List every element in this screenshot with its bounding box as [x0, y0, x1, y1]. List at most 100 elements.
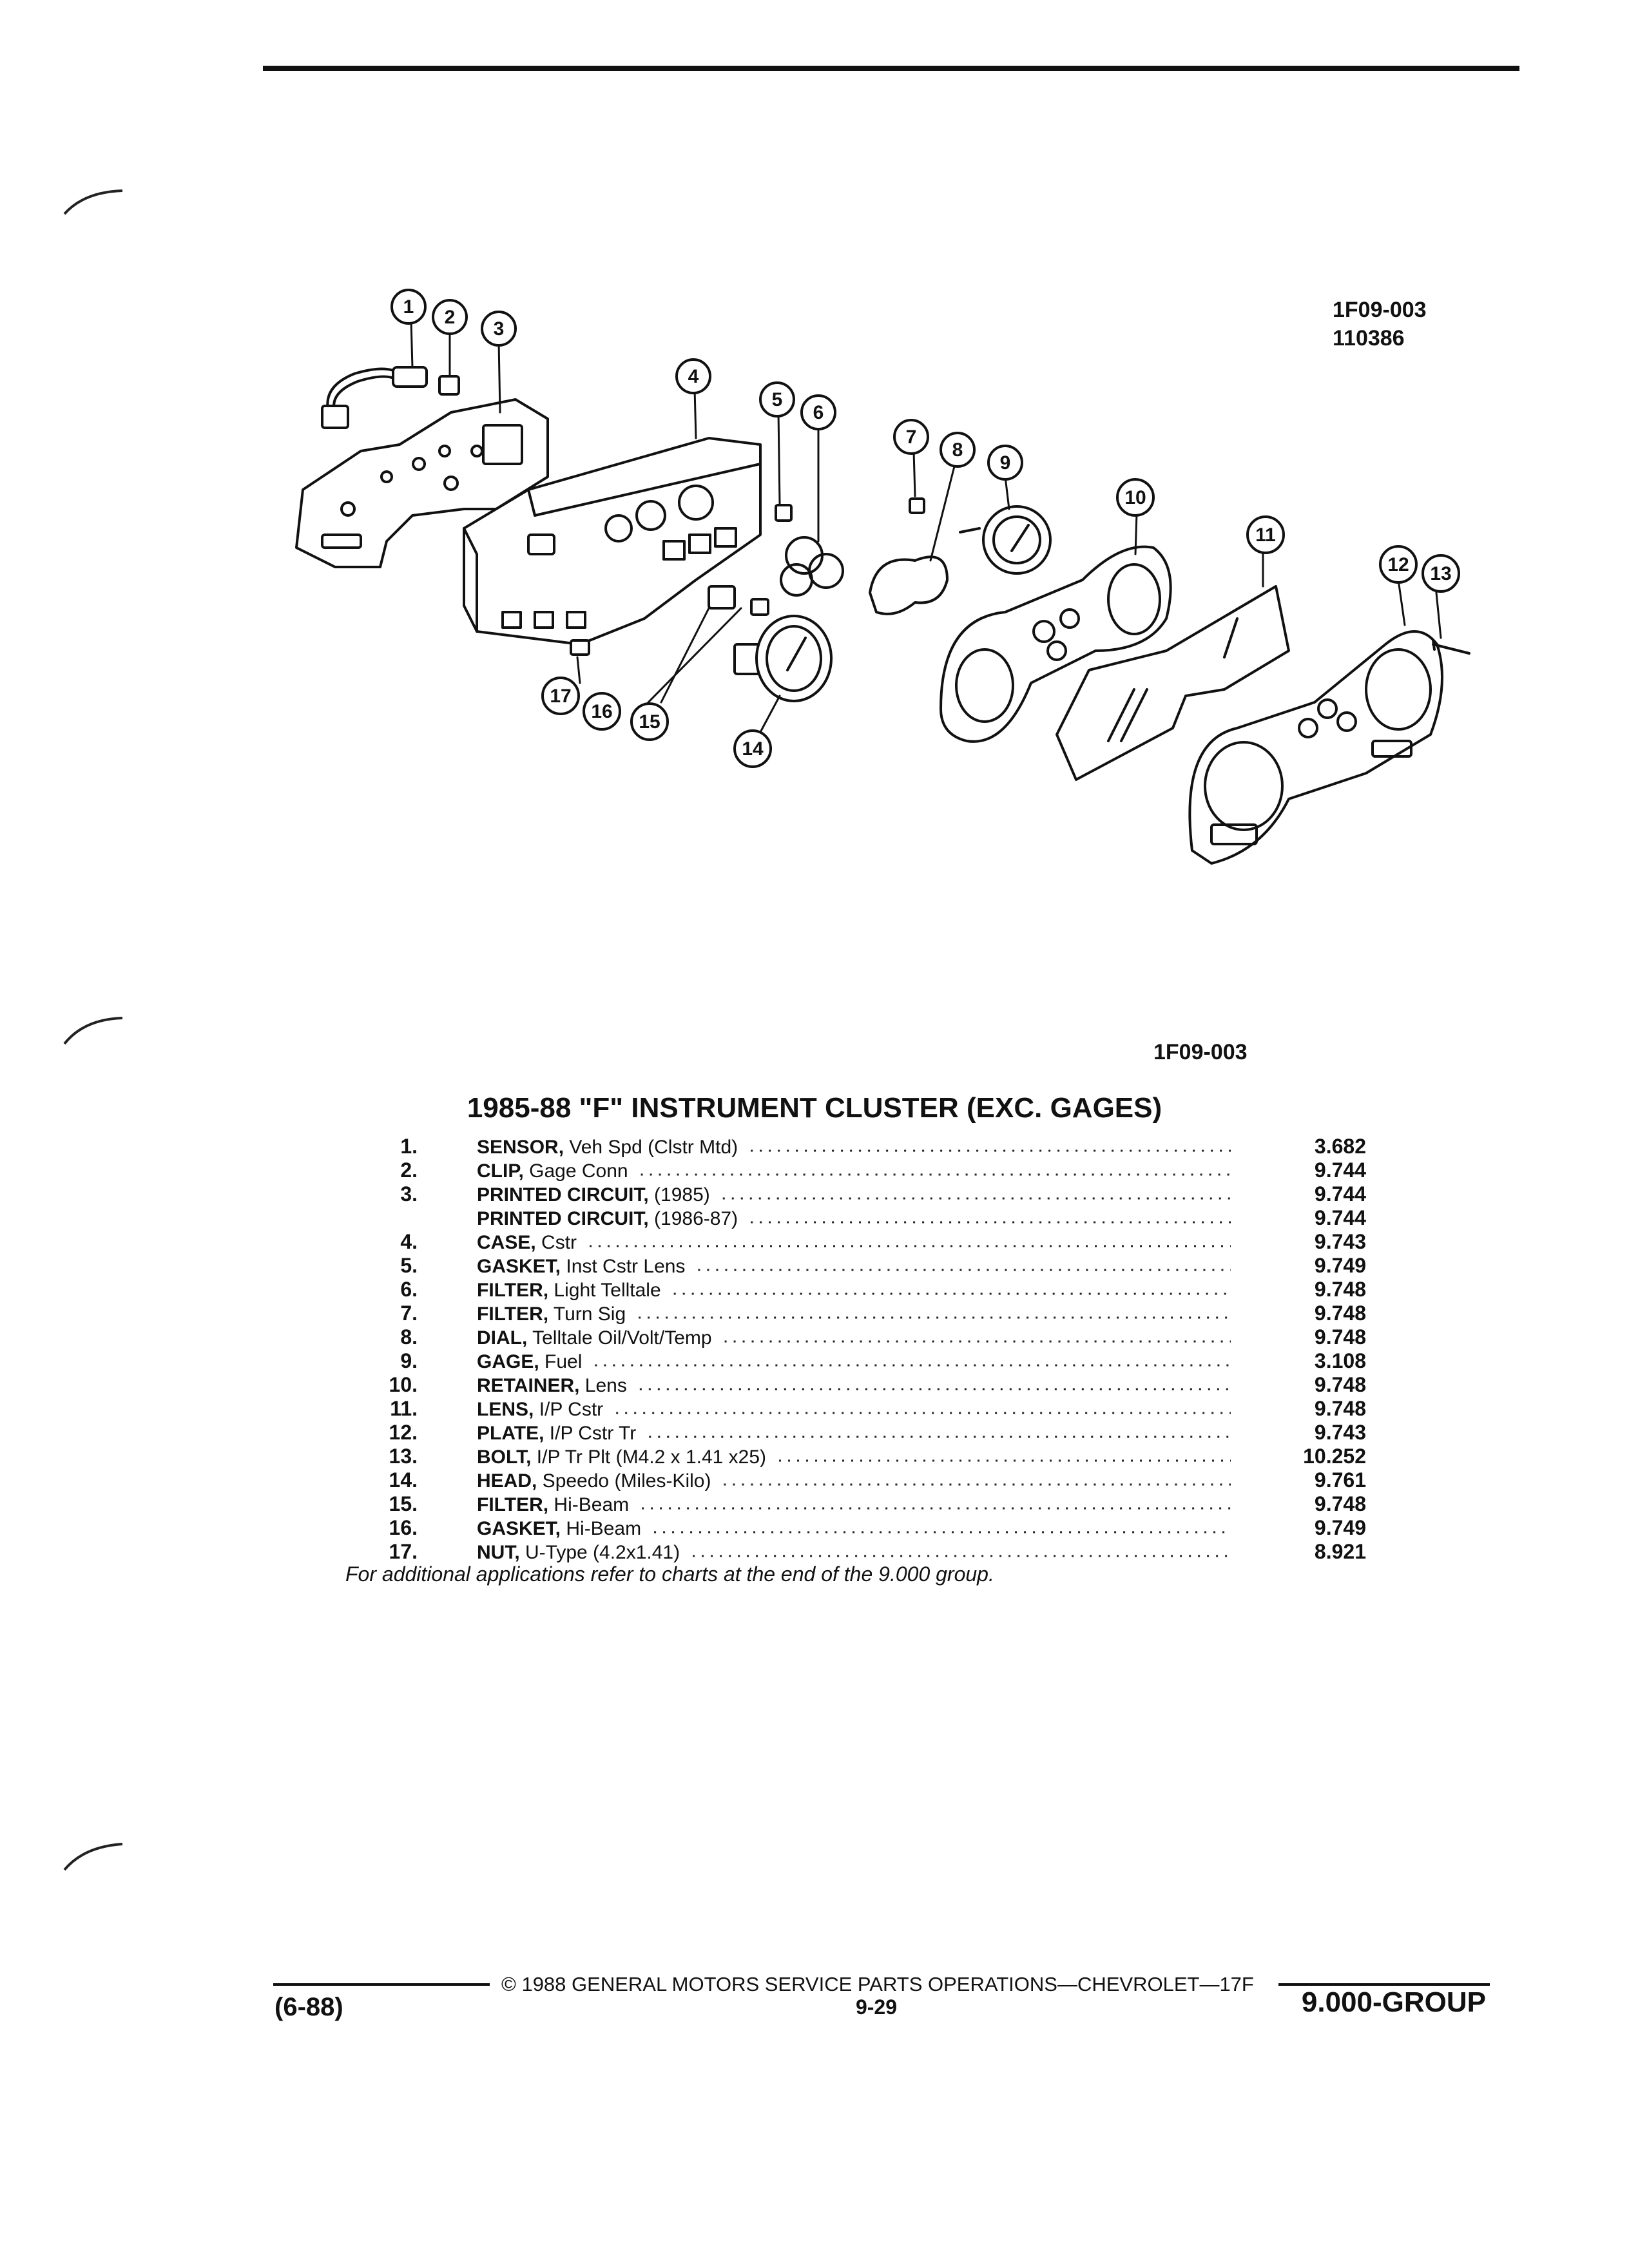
group-number: 9.744 [1315, 1182, 1366, 1206]
group-number: 9.743 [1315, 1421, 1366, 1444]
part-detail: I/P Tr Plt (M4.2 x 1.41 x25) [531, 1446, 766, 1468]
part-detail: I/P Cstr [534, 1399, 603, 1420]
callout-2 [432, 299, 468, 335]
group-number: 9.748 [1315, 1325, 1366, 1349]
part-detail: Lens [579, 1375, 626, 1396]
part-detail: Fuel [539, 1351, 583, 1372]
part-detail: Hi-Beam [561, 1518, 641, 1539]
part-name: CASE, [477, 1232, 536, 1253]
part-gasket-inst [775, 504, 793, 522]
binder-mark-bottom [63, 1843, 123, 1871]
part-detail: I/P Cstr Tr [544, 1423, 636, 1444]
part-row: 14.HEAD, Speedo (Miles-Kilo)9.761 [389, 1468, 1366, 1492]
group-number: 9.761 [1315, 1468, 1366, 1492]
part-name: FILTER, [477, 1494, 548, 1515]
part-description: BOLT, I/P Tr Plt (M4.2 x 1.41 x25) [477, 1446, 766, 1468]
part-number: 14. [389, 1468, 418, 1492]
group-number: 3.108 [1315, 1349, 1366, 1372]
footer-rule-right [1278, 1983, 1490, 1986]
group-number: 9.749 [1315, 1254, 1366, 1277]
part-row: 11. LENS, I/P Cstr 9.748 [390, 1397, 1366, 1420]
part-description: SENSOR, Veh Spd (Clstr Mtd) [477, 1137, 738, 1158]
part-name: GAGE, [477, 1351, 539, 1372]
group-number: 3.682 [1315, 1135, 1366, 1158]
callout-1 [390, 289, 427, 325]
binder-mark-middle [63, 1017, 123, 1045]
part-dial-telltale [869, 555, 949, 615]
part-speedo-head [733, 615, 833, 702]
page-number: 9-29 [856, 1995, 897, 2019]
part-row: 13.BOLT, I/P Tr Plt (M4.2 x 1.41 x25)10.… [389, 1445, 1366, 1468]
part-case [463, 437, 762, 646]
part-row: 1. SENSOR, Veh Spd (Clstr Mtd) 3.682 [400, 1135, 1366, 1158]
callout-labels: 1 2 3 4 5 6 7 8 9 10 11 12 13 14 15 16 1… [403, 296, 1452, 760]
part-description: CLIP, Gage Conn [477, 1160, 628, 1182]
part-clip [438, 375, 460, 396]
parts-list: 1.SENSOR, Veh Spd (Clstr Mtd)3.6822.CLIP… [389, 1135, 1367, 1563]
part-row: 3.PRINTED CIRCUIT, (1985)9.744 [400, 1182, 1366, 1206]
part-number: 10. [389, 1373, 418, 1396]
group-number: 9.748 [1315, 1397, 1366, 1420]
applications-note: For additional applications refer to cha… [345, 1562, 994, 1586]
group-number: 9.748 [1315, 1492, 1366, 1515]
callout-16 [583, 692, 621, 731]
part-description: FILTER, Light Telltale [477, 1280, 661, 1301]
part-name: GASKET, [477, 1256, 561, 1277]
callout-label-13: 13 [1430, 563, 1451, 584]
part-number: 12. [389, 1421, 418, 1444]
binder-mark-top [63, 189, 123, 215]
part-description: RETAINER, Lens [477, 1375, 627, 1396]
callout-10 [1116, 478, 1155, 517]
part-description: GASKET, Inst Cstr Lens [477, 1256, 685, 1277]
part-number: 6. [400, 1278, 418, 1301]
part-name: LENS, [477, 1399, 534, 1420]
part-gasket-hibeam [708, 585, 736, 610]
callouts [390, 289, 1460, 768]
part-lens [1055, 585, 1290, 781]
callout-label-10: 10 [1124, 487, 1146, 508]
part-bolt [1432, 639, 1470, 655]
callout-label-1: 1 [403, 296, 414, 318]
part-detail: Hi-Beam [548, 1494, 629, 1515]
callout-label-12: 12 [1387, 554, 1409, 575]
callout-label-2: 2 [445, 307, 456, 328]
part-detail: Turn Sig [548, 1303, 626, 1325]
callout-15 [630, 702, 669, 741]
part-description: PLATE, I/P Cstr Tr [477, 1423, 636, 1444]
callout-5 [759, 381, 795, 418]
part-name: BOLT, [477, 1446, 531, 1468]
callout-12 [1379, 545, 1418, 584]
section-title: 1985-88 "F" INSTRUMENT CLUSTER (EXC. GAG… [467, 1092, 1162, 1124]
callout-label-4: 4 [688, 366, 699, 387]
group-number: 9.748 [1315, 1302, 1366, 1325]
part-name: DIAL, [477, 1327, 527, 1349]
group-number: 9.748 [1315, 1373, 1366, 1396]
callout-label-6: 6 [813, 402, 824, 423]
part-detail: (1985) [649, 1184, 710, 1206]
part-number: 7. [400, 1302, 418, 1325]
part-name: SENSOR, [477, 1137, 564, 1158]
figure-date: 110386 [1333, 326, 1405, 351]
part-nut [570, 639, 590, 656]
group-number: 9.748 [1315, 1278, 1366, 1301]
callout-label-14: 14 [742, 738, 764, 760]
part-description: GASKET, Hi-Beam [477, 1518, 641, 1539]
part-detail: Telltale Oil/Volt/Temp [527, 1327, 711, 1349]
callout-label-5: 5 [772, 389, 783, 410]
part-detail: Light Telltale [548, 1280, 661, 1301]
part-row: PRINTED CIRCUIT, (1986-87)9.744 [477, 1206, 1366, 1229]
part-name: HEAD, [477, 1470, 537, 1492]
part-row: 17.NUT, U-Type (4.2x1.41)8.921 [389, 1540, 1366, 1563]
callout-3 [481, 311, 517, 347]
part-number: 1. [400, 1135, 418, 1158]
group-number: 10.252 [1303, 1445, 1366, 1468]
callout-4 [675, 358, 711, 394]
part-number: 11. [390, 1397, 418, 1420]
part-name: FILTER, [477, 1280, 548, 1301]
callout-label-17: 17 [550, 686, 571, 707]
part-row: 6. FILTER, Light Telltale 9.748 [400, 1278, 1366, 1301]
